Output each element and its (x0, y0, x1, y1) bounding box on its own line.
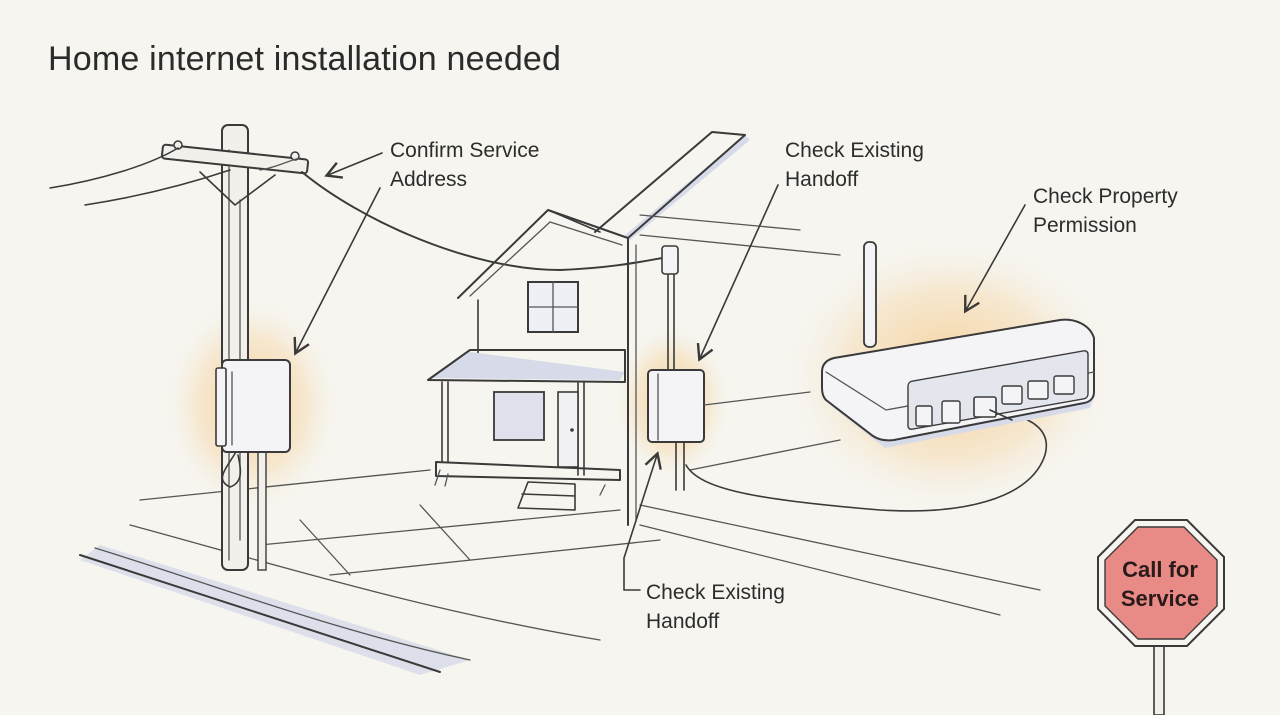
page-title: Home internet installation needed (48, 40, 562, 78)
wall-demarc (647, 245, 1048, 512)
house (427, 131, 841, 526)
sidewalk (79, 439, 1041, 675)
sign-text: Call for Service (1120, 557, 1200, 611)
label-check-property-permission: Check Property Permission (1033, 185, 1178, 237)
label-confirm-service-address: Confirm Service Address (390, 139, 540, 191)
utility-pole (49, 124, 310, 571)
annotation-arrows (293, 152, 1026, 591)
label-check-existing-handoff-top: Check Existing Handoff (785, 139, 924, 191)
pole-enclosure (215, 359, 291, 488)
call-for-service-sign (1097, 519, 1225, 715)
label-check-existing-handoff-bottom: Check Existing Handoff (646, 581, 785, 633)
drop-cable (301, 171, 663, 271)
router (821, 241, 1095, 448)
